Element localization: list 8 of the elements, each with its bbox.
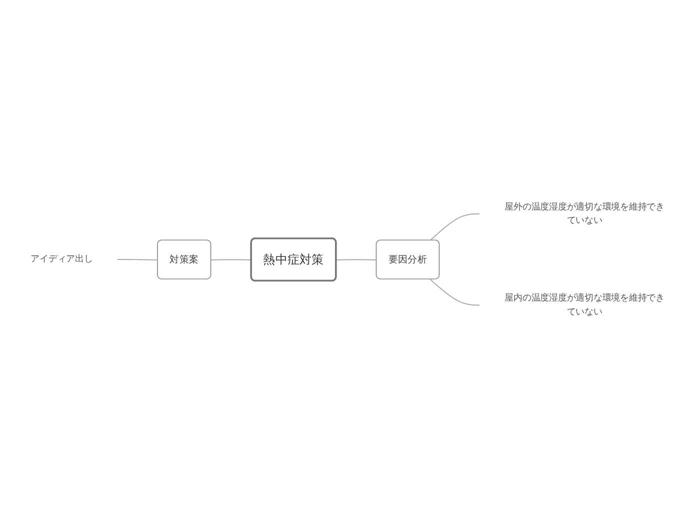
connector (430, 279, 480, 306)
connector (430, 214, 480, 242)
connector (210, 260, 252, 261)
connector (116, 260, 158, 261)
node-text: 屋内の温度湿度が適切な環境を維持できていない (504, 293, 664, 317)
connector (336, 260, 378, 261)
node-text: アイディア出し (30, 254, 93, 265)
node-text: 屋外の温度湿度が適切な環境を維持できていない (504, 202, 664, 226)
